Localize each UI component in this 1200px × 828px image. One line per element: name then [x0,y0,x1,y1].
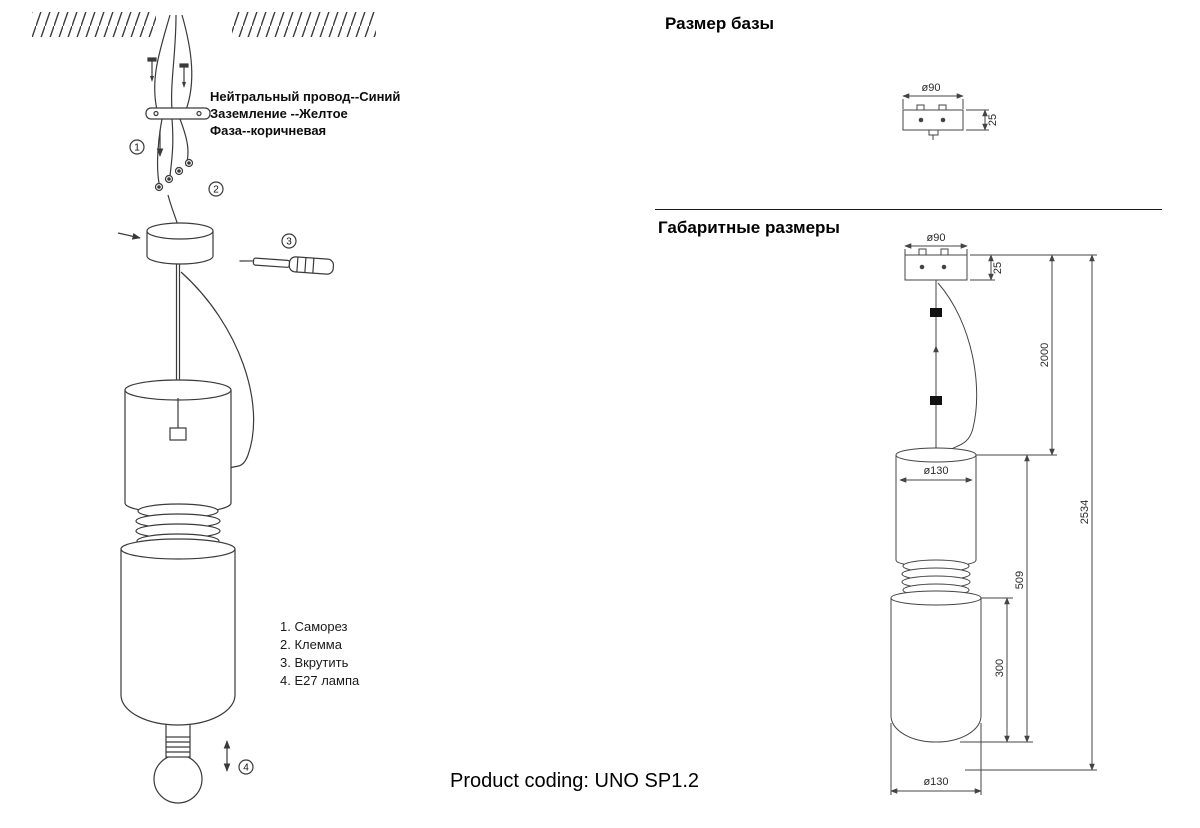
wire-label-ground: Заземление --Желтое [210,106,348,121]
suspension-cord [175,264,255,471]
mounting-plate [145,107,211,120]
wire-label-neutral: Нейтральный провод--Синий [210,89,400,104]
screwdriver-icon [239,256,335,275]
assembly-diagram: Нейтральный провод--Синий Заземление --Ж… [32,12,400,804]
canopy [146,222,214,265]
lower-body [890,590,982,743]
cord-length-dim: 2000 [1039,343,1051,367]
base-diameter-dim: ø90 [922,82,941,94]
lower-body [120,538,236,737]
base-size-title: Размер базы [665,14,775,33]
legend-item-3: 3. Вкрутить [280,655,349,670]
bottom-diameter-dim: ø130 [923,776,948,788]
terminal-cluster [154,158,194,192]
legend-item-1: 1. Саморез [280,619,348,634]
ceiling-hatch-icon [32,12,376,37]
terminal-wires [156,118,189,227]
step-marker-1-circle [129,139,145,155]
base-plate [904,248,968,281]
total-height-dim: 2534 [1079,500,1091,524]
lamp-height-dim: 509 [1014,571,1026,589]
step-marker-3-circle [281,233,297,249]
step-marker-2: 2 [213,185,219,196]
product-coding: Product coding: UNO SP1.2 [450,770,700,792]
screw-icon [147,57,189,88]
overall-dimensions-drawing: ø90 25 2000 2534 ø130 509 300 ø130 [890,232,1097,795]
step-marker-1: 1 [134,143,140,154]
legend-item-4: 4. E27 лампа [280,673,360,688]
step-marker-2-circle [208,181,224,197]
step-marker-4: 4 [243,763,249,774]
step-marker-3: 3 [286,237,292,248]
bulb-icon [153,736,203,804]
canopy-arrow-icon [117,232,141,240]
ceiling-wires [154,14,193,111]
shade-diameter-dim: ø130 [923,465,948,477]
section-divider [655,209,1162,210]
upper-shade [895,447,977,568]
step-marker-4-circle [238,759,254,775]
base-height-dim: 25 [987,114,999,126]
base-plate [902,104,964,140]
overall-base-height-dim: 25 [992,262,1004,274]
legend-item-2: 2. Клемма [280,637,343,652]
suspension-cord [930,280,978,456]
wire-label-phase: Фаза--коричневая [210,123,326,138]
upper-shade [124,379,232,514]
overall-dimensions-title: Габаритные размеры [658,218,840,237]
body-height-dim: 300 [994,659,1006,677]
base-size-drawing: ø90 25 [902,82,999,140]
overall-base-diameter-dim: ø90 [927,232,946,244]
